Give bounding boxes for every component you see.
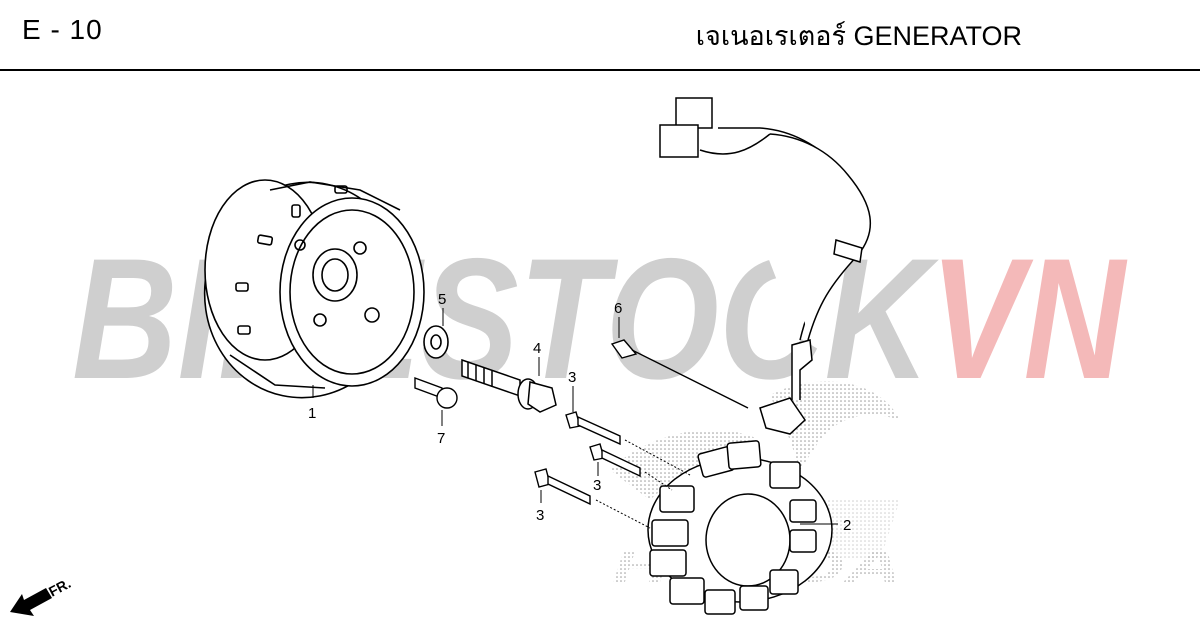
stator-assembly [647, 97, 872, 615]
callout-small-bolt: 7 [437, 430, 445, 447]
pulser-bolt [610, 339, 749, 409]
flywheel-rotor [203, 179, 425, 399]
washer [423, 325, 449, 359]
page-title: เจเนอเรเตอร์ GENERATOR [695, 21, 1022, 51]
callout-bolt-b: 3 [593, 477, 601, 494]
watermark-text-accent: VN [930, 223, 1128, 415]
callout-labels: 1 2 3 3 3 4 5 6 7 [308, 291, 851, 534]
front-direction-arrow: FR. [10, 575, 73, 616]
callout-washer: 5 [438, 291, 446, 308]
leader-lines [312, 308, 838, 529]
flange-bolt [461, 358, 557, 413]
page-header: E - 10 เจเนอเรเตอร์ GENERATOR [0, 0, 1200, 71]
callout-stator: 2 [843, 517, 851, 534]
callout-bolt-a: 3 [568, 369, 576, 386]
callout-flange-bolt: 4 [533, 340, 541, 357]
callout-flywheel: 1 [308, 405, 316, 422]
callout-pulser-bolt: 6 [614, 300, 622, 317]
page-code: E - 10 [22, 14, 103, 45]
header-divider [0, 69, 1200, 71]
callout-bolt-c: 3 [536, 507, 544, 524]
socket-bolts [534, 411, 641, 506]
small-bolt [414, 376, 458, 409]
